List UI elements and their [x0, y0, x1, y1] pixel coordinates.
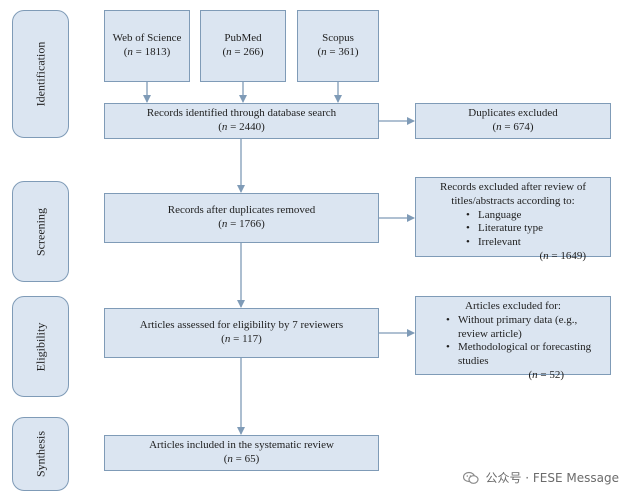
source-name: Scopus: [322, 32, 354, 45]
records-identified-count: (n = 2440): [218, 121, 265, 133]
records-after-duplicates-label: Records after duplicates removed: [167, 204, 316, 217]
articles-assessed-count: (n = 117): [221, 333, 262, 345]
source-box-scopus: Scopus (n = 361): [297, 10, 379, 82]
source-count: (n = 361): [317, 46, 359, 58]
records-identified-box: Records identified through database sear…: [104, 103, 379, 139]
articles-excluded-reasons: Without primary data (e.g., review artic…: [444, 314, 604, 369]
records-excluded-reason: Language: [464, 209, 604, 223]
duplicates-excluded-box: Duplicates excluded (n = 674): [415, 103, 611, 139]
records-excluded-box: Records excluded after review of titles/…: [415, 177, 611, 262]
source-name: PubMed: [224, 32, 262, 45]
articles-excluded-reason: Without primary data (e.g., review artic…: [444, 314, 604, 342]
records-excluded-reason: Literature type: [464, 222, 604, 236]
watermark: 公众号 · FESE Message: [463, 469, 619, 486]
records-excluded-reasons: Language Literature type Irrelevant: [464, 209, 604, 250]
wechat-icon: [463, 471, 480, 484]
source-box-pubmed: PubMed (n = 266): [200, 10, 286, 82]
articles-excluded-count: (n = 52): [528, 368, 564, 381]
articles-excluded-reason: Methodological or forecasting studies: [444, 341, 604, 369]
duplicates-excluded-label: Duplicates excluded: [468, 107, 558, 120]
records-excluded-label: Records excluded after review of titles/…: [440, 181, 586, 207]
articles-excluded-label: Articles excluded for:: [465, 300, 561, 312]
articles-included-label: Articles included in the systematic revi…: [149, 439, 334, 452]
records-after-duplicates-count: (n = 1766): [218, 218, 265, 230]
duplicates-excluded-count: (n = 674): [492, 121, 534, 133]
articles-assessed-label: Articles assessed for eligibility by 7 r…: [139, 319, 344, 332]
source-name: Web of Science: [112, 32, 182, 45]
articles-assessed-box: Articles assessed for eligibility by 7 r…: [104, 308, 379, 358]
phase-synthesis: Synthesis: [12, 417, 69, 491]
source-count: (n = 1813): [123, 46, 171, 58]
source-count: (n = 266): [222, 46, 264, 58]
records-excluded-reason: Irrelevant: [464, 236, 604, 250]
phase-identification: Identification: [12, 10, 69, 138]
articles-included-box: Articles included in the systematic revi…: [104, 435, 379, 471]
articles-excluded-box: Articles excluded for: Without primary d…: [415, 296, 611, 381]
records-identified-label: Records identified through database sear…: [146, 107, 337, 120]
records-excluded-count: (n = 1649): [539, 249, 586, 262]
phase-eligibility: Eligibility: [12, 296, 69, 397]
records-after-duplicates-box: Records after duplicates removed (n = 17…: [104, 193, 379, 243]
articles-included-count: (n = 65): [223, 453, 260, 465]
source-box-web-of-science: Web of Science (n = 1813): [104, 10, 190, 82]
watermark-text: 公众号 · FESE Message: [485, 471, 619, 485]
phase-screening: Screening: [12, 181, 69, 282]
